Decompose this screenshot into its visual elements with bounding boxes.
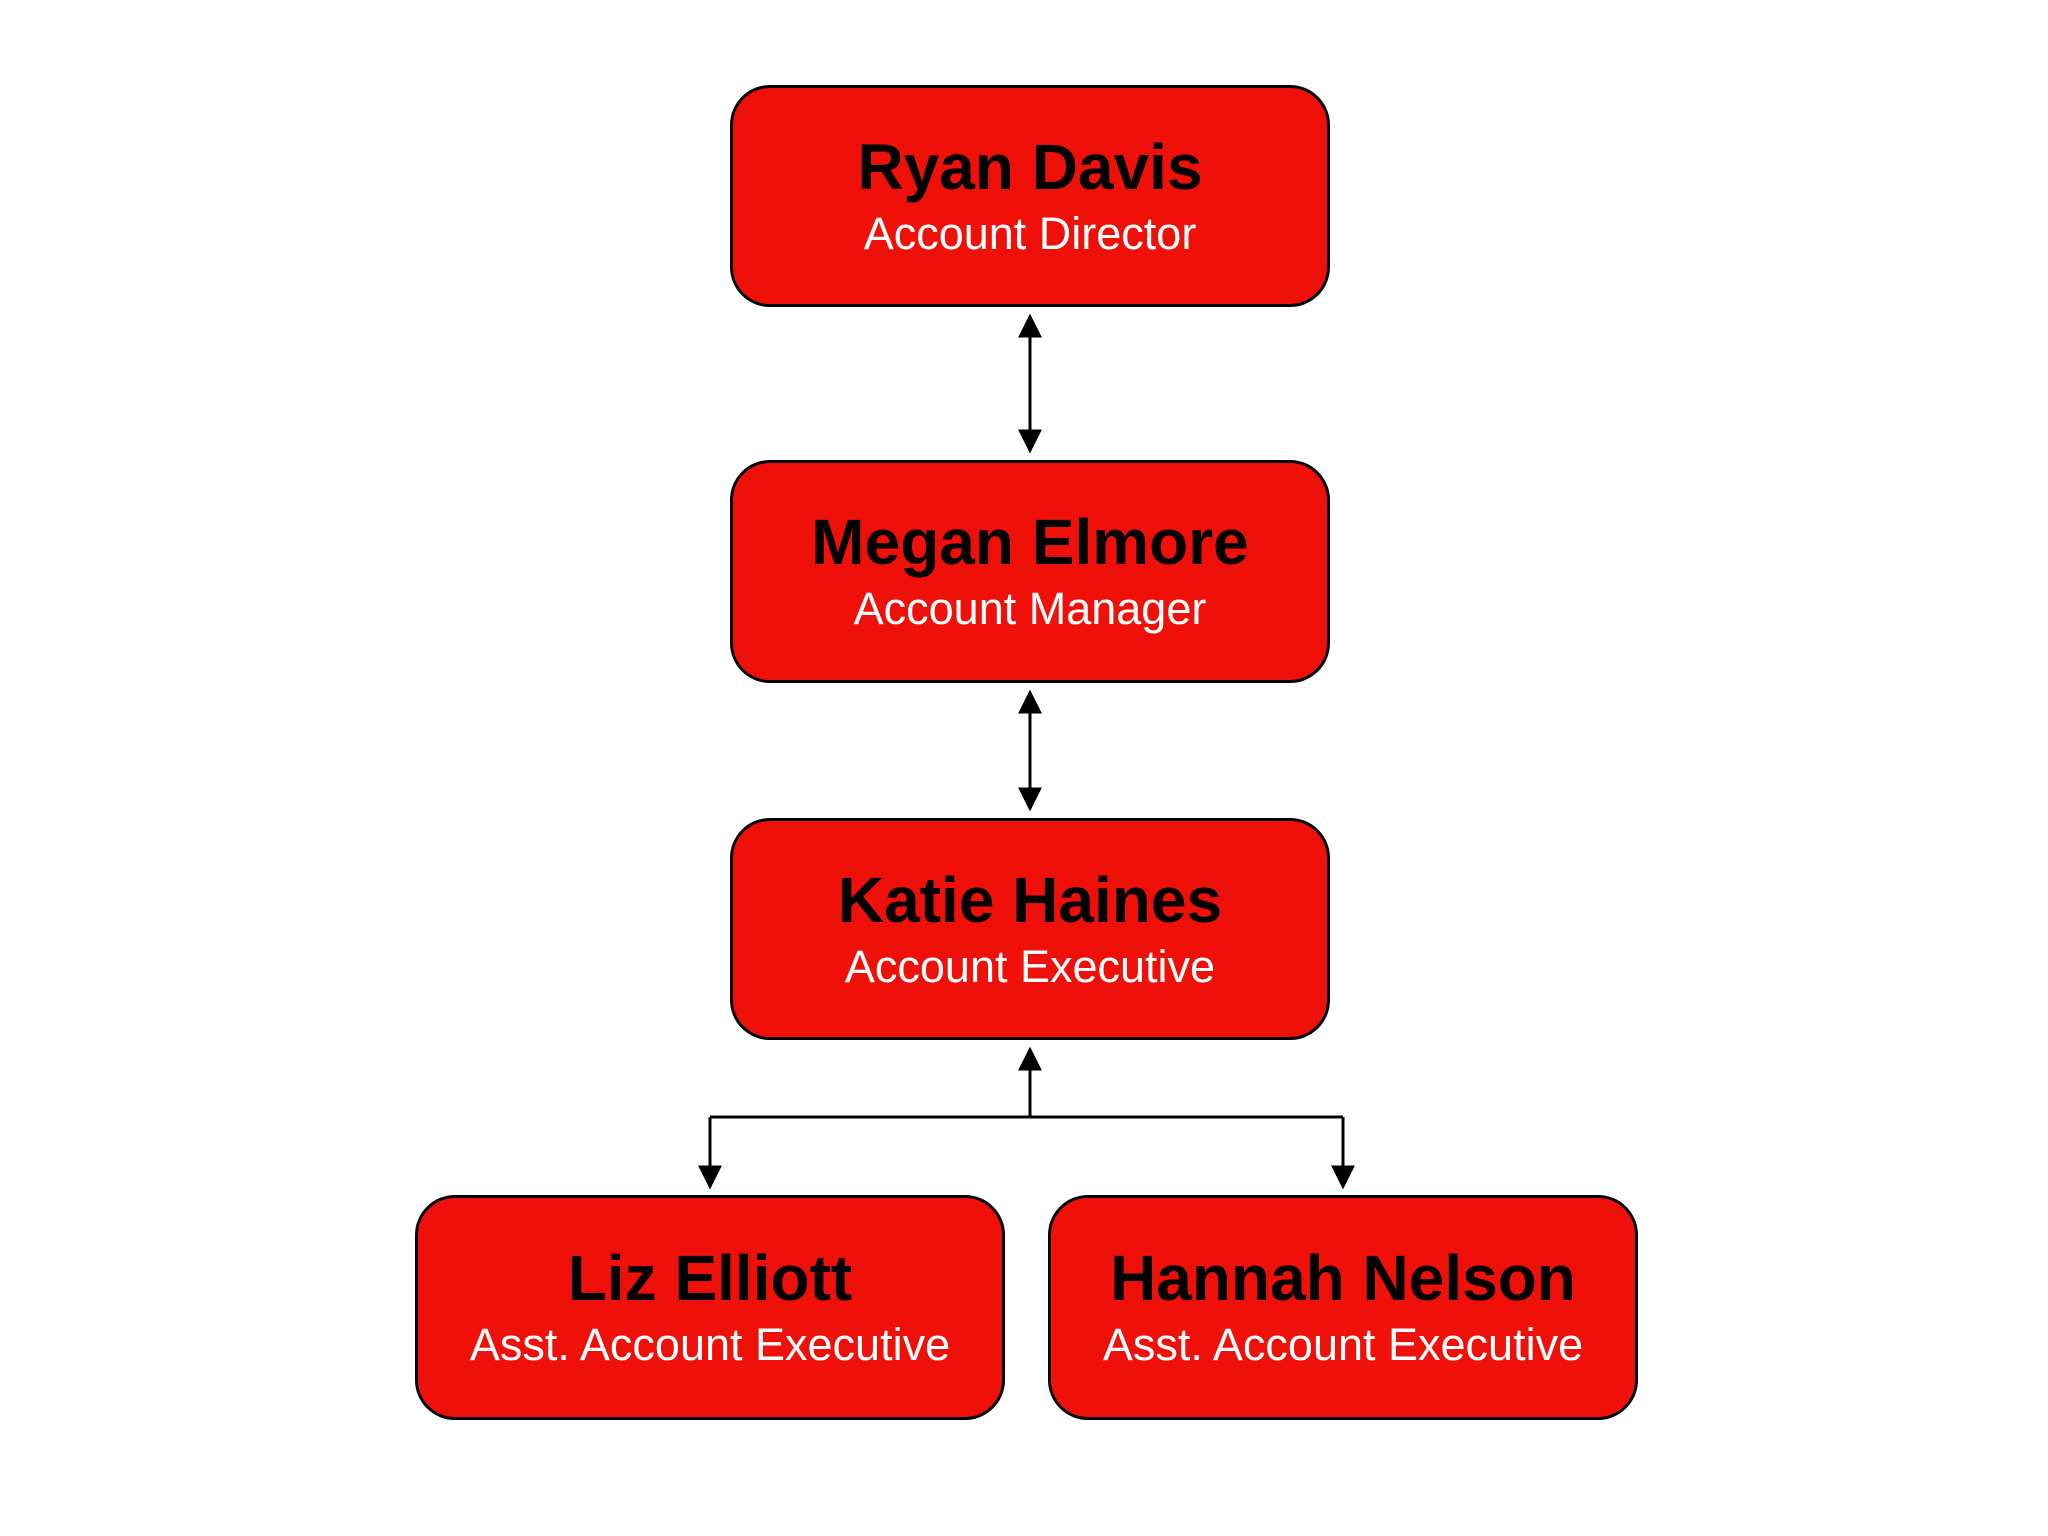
person-title: Account Manager xyxy=(853,583,1207,635)
org-node-liz-elliott: Liz Elliott Asst. Account Executive xyxy=(415,1195,1005,1420)
person-title: Asst. Account Executive xyxy=(1102,1319,1584,1371)
person-title: Account Executive xyxy=(844,940,1216,992)
org-node-megan-elmore: Megan Elmore Account Manager xyxy=(730,460,1330,683)
person-name: Megan Elmore xyxy=(811,506,1249,579)
person-name: Ryan Davis xyxy=(857,130,1203,203)
person-title: Account Director xyxy=(863,207,1197,259)
org-node-ryan-davis: Ryan Davis Account Director xyxy=(730,85,1330,307)
org-node-katie-haines: Katie Haines Account Executive xyxy=(730,818,1330,1040)
org-node-hannah-nelson: Hannah Nelson Asst. Account Executive xyxy=(1048,1195,1638,1420)
person-title: Asst. Account Executive xyxy=(469,1319,951,1371)
person-name: Liz Elliott xyxy=(567,1242,853,1315)
person-name: Katie Haines xyxy=(837,863,1223,936)
branch-connector xyxy=(698,1046,1355,1190)
person-name: Hannah Nelson xyxy=(1110,1242,1576,1315)
